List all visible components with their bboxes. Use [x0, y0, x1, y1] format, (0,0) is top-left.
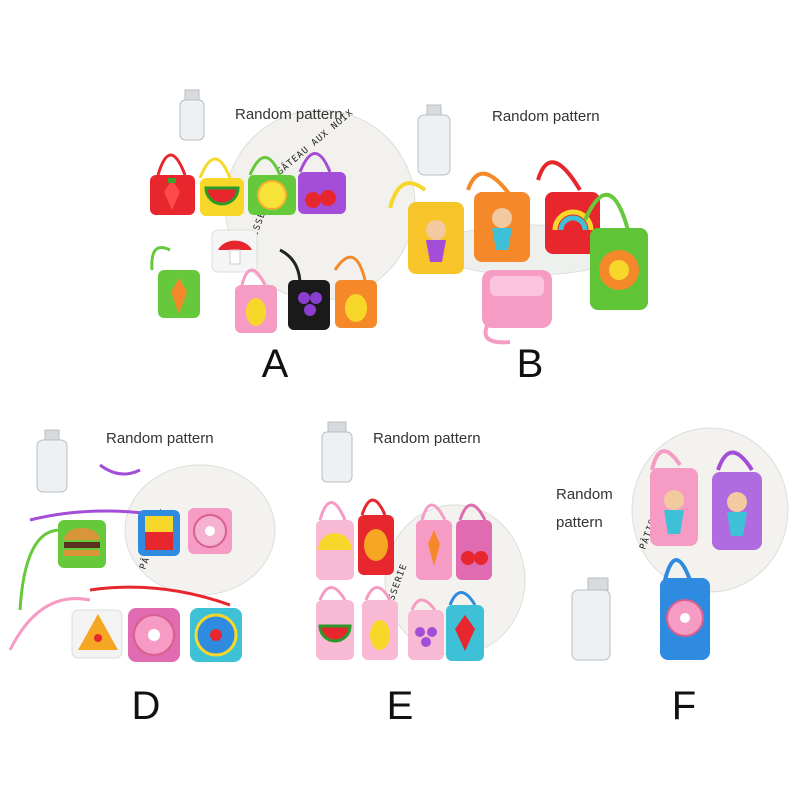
lemon-holder-icon [248, 156, 296, 215]
donut-holder-icon [188, 508, 232, 554]
bottle-icon [36, 429, 68, 493]
mushroom-holder-icon [211, 229, 258, 273]
bottle-icon [179, 89, 205, 141]
panel-a-caption: Random pattern [235, 106, 343, 123]
mermaid-yellow-holder-icon [388, 181, 464, 274]
grape-holder-icon [279, 248, 330, 330]
pineapple-holder-icon [235, 268, 277, 333]
strawberry-holder-icon [150, 153, 195, 215]
pear-holder-icon [333, 255, 377, 328]
pizza-holder-icon [71, 609, 123, 659]
panel-b-letter: B [516, 342, 544, 386]
panel-b: Random pattern B [380, 80, 660, 390]
panel-d-illustration: PÂTISSERIE [8, 429, 276, 662]
panel-e-letter: E [386, 684, 414, 728]
panel-d-caption: Random pattern [106, 430, 214, 447]
panel-d: PÂTISSERIE [0, 420, 280, 750]
rainbow-holder-icon [536, 160, 600, 254]
fries-holder-icon [138, 510, 180, 556]
panel-e: PÂTISSERIE [300, 420, 526, 750]
pump-bottle-icon [321, 421, 353, 483]
pineapple-pink-holder-icon [362, 586, 398, 660]
mango-red-holder-icon [358, 498, 394, 575]
burger-holder-icon [58, 520, 106, 568]
panel-f-illustration: PÂTISSERIE [571, 427, 789, 661]
mermaid-purple-holder-icon [712, 450, 762, 550]
panel-f-letter: F [671, 684, 697, 728]
panel-d-letter: D [131, 684, 161, 728]
panel-a: GÂTEAU AUX NOIX PÂTISSERIE [130, 80, 416, 390]
strawberry-blue-holder-icon [446, 591, 484, 661]
pink-empty-holder-icon [482, 270, 552, 345]
grape-pink-holder-icon [408, 598, 444, 660]
lemon-pink-holder-icon [316, 501, 354, 580]
panel-a-letter: A [261, 342, 289, 386]
donut-blue-holder-icon [660, 558, 710, 660]
mermaid-orange-holder-icon [466, 171, 530, 262]
panel-e-caption: Random pattern [373, 430, 481, 447]
watermelon-holder-icon [198, 157, 244, 216]
mermaid-pink-holder-icon [650, 449, 698, 546]
panel-f-caption-line1: Random [556, 486, 613, 503]
panel-b-caption: Random pattern [492, 108, 600, 125]
carrot-pink-holder-icon [416, 503, 452, 580]
sunflower-holder-icon [583, 193, 648, 310]
bottle-icon [417, 104, 451, 176]
pump-bottle-icon [571, 577, 611, 661]
panel-a-illustration: GÂTEAU AUX NOIX PÂTISSERIE [150, 89, 416, 333]
pink-donut-holder-icon [128, 608, 180, 662]
blue-donut-holder-icon [190, 608, 242, 662]
panel-e-illustration: PÂTISSERIE [316, 421, 526, 661]
cherry-holder-icon [298, 152, 346, 214]
watermelon-pink-holder-icon [316, 586, 354, 660]
cherry-pink-holder-icon [456, 503, 492, 580]
panel-b-illustration [388, 104, 648, 345]
carrot-holder-icon [150, 246, 200, 318]
panel-f: PÂTISSERIE Random pattern F [540, 427, 800, 750]
panel-f-caption-line2: pattern [556, 514, 603, 531]
